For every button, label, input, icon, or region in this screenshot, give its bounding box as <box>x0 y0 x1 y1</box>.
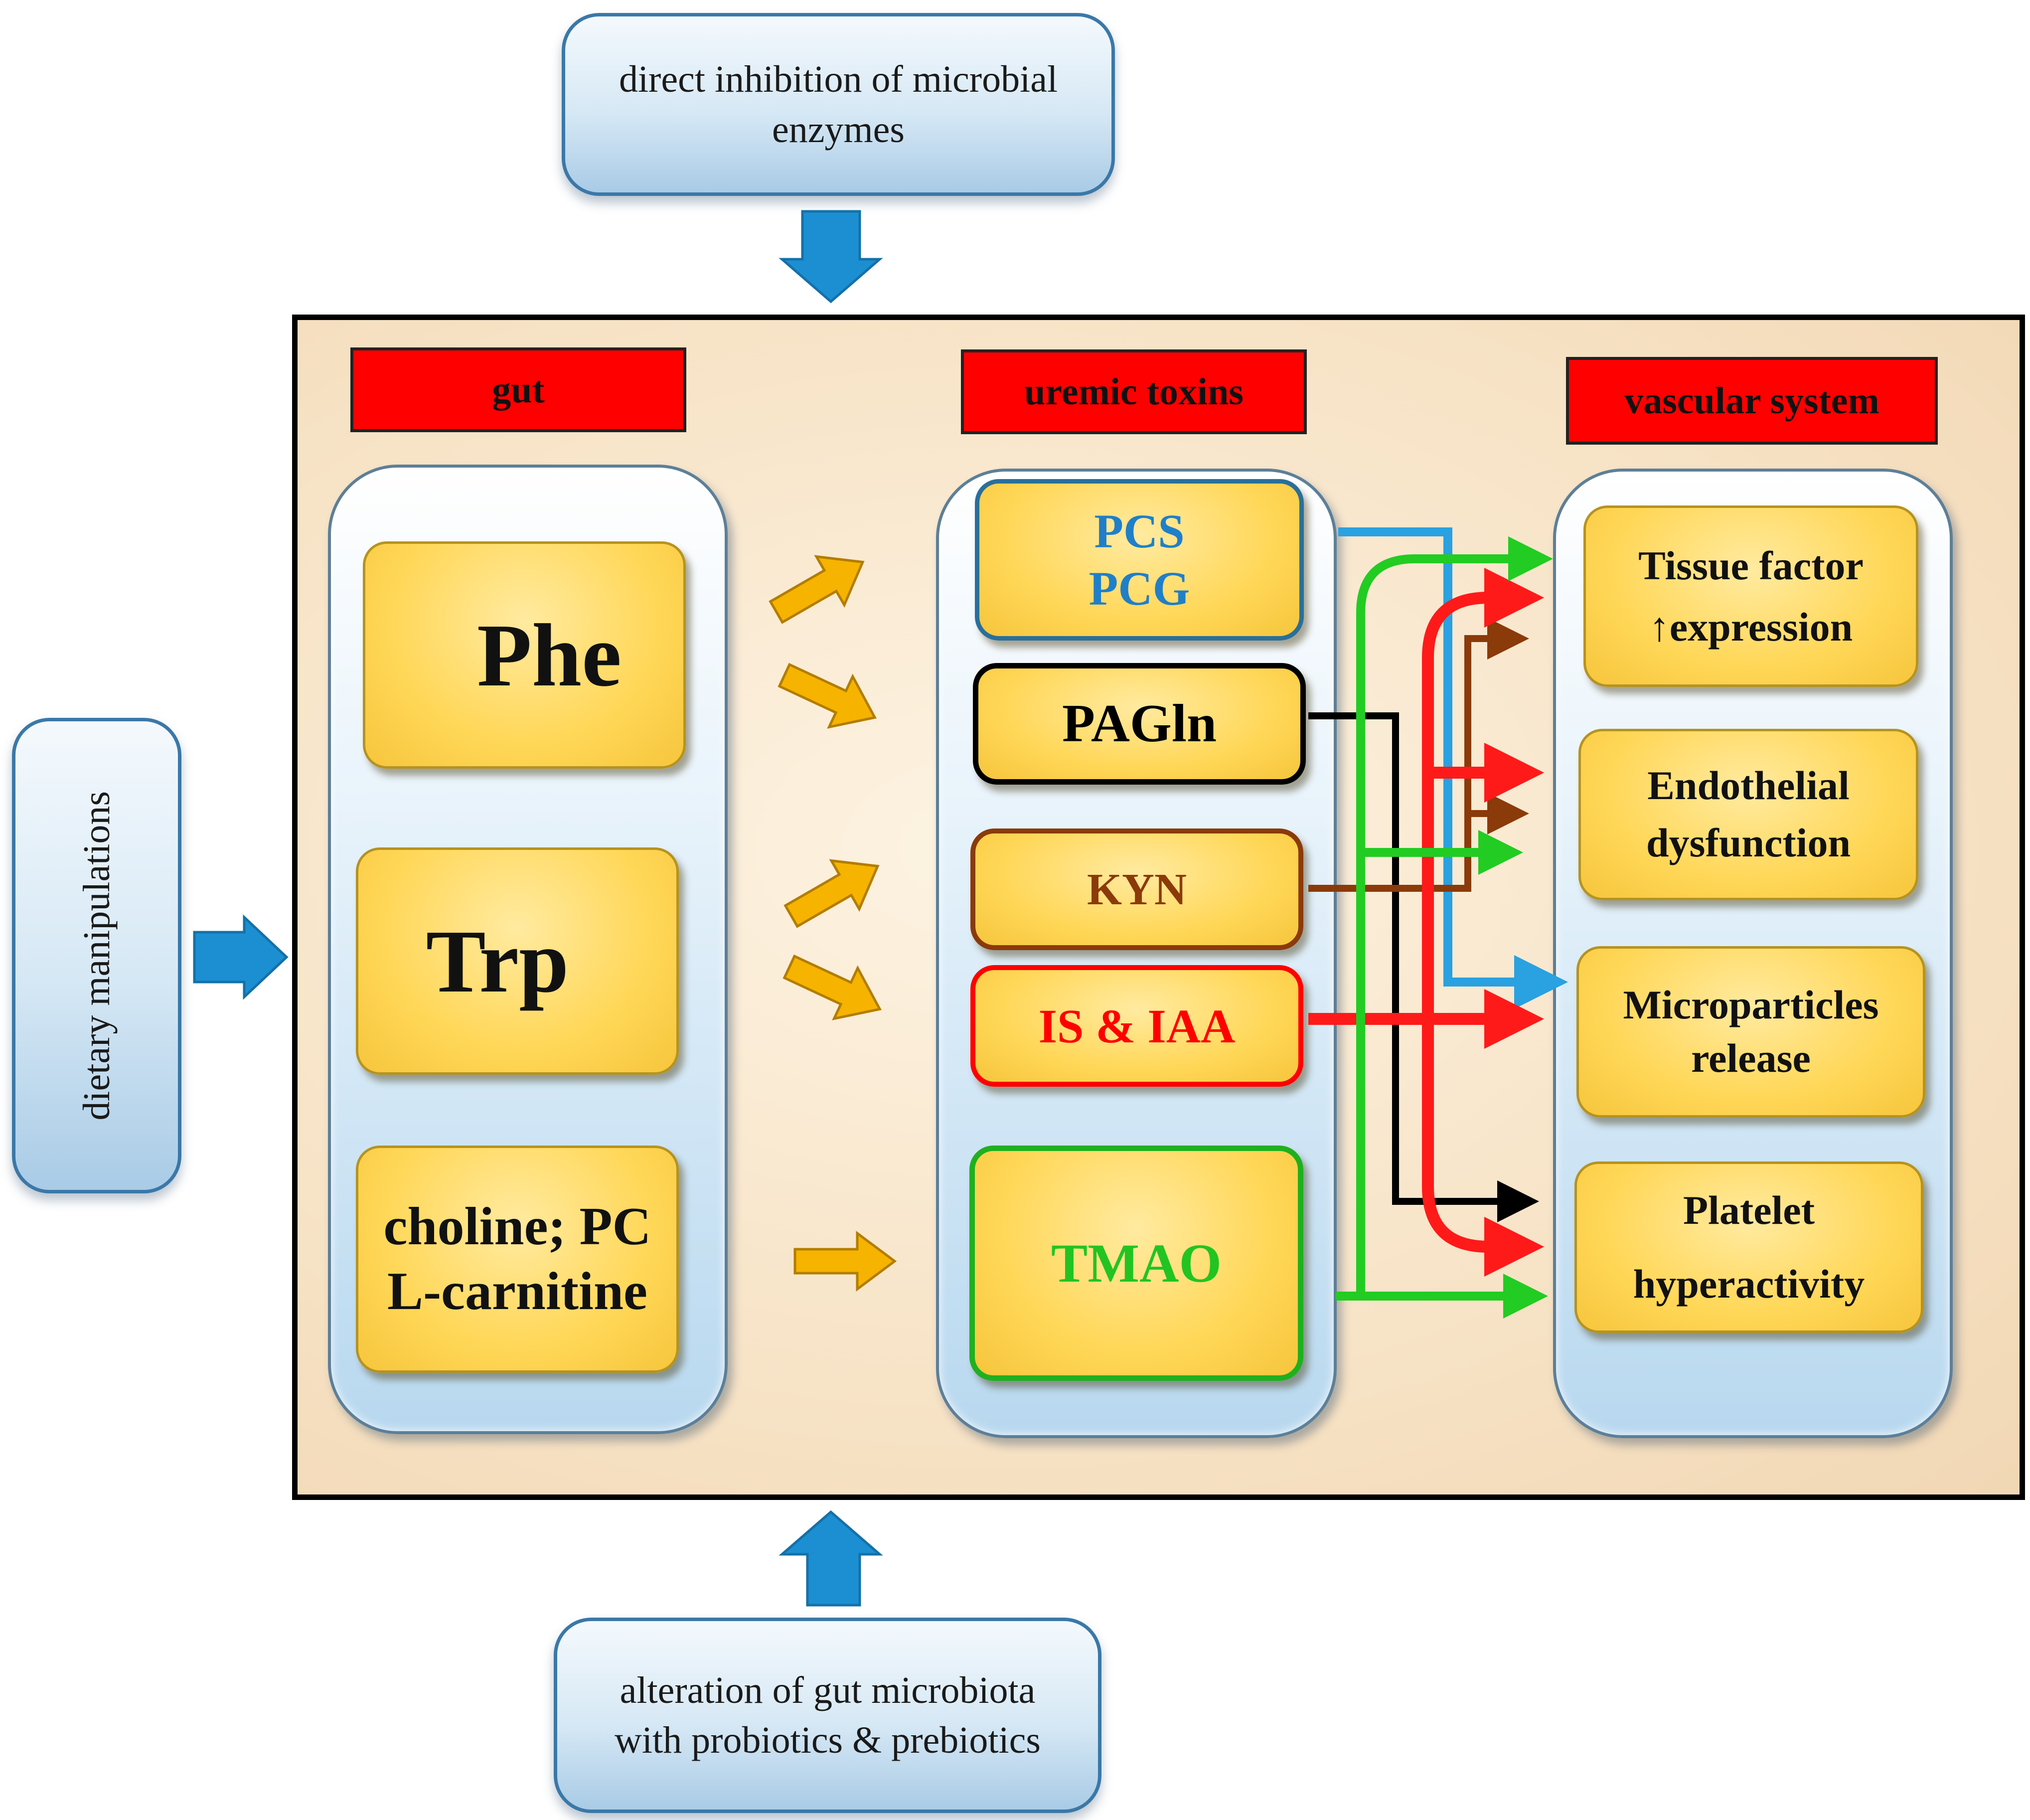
uremic-toxins-header: uremic toxins <box>961 349 1307 434</box>
kyn-label: KYN <box>1087 864 1187 914</box>
gut-item-choline: choline; PC L-carnitine <box>356 1146 679 1373</box>
arrow-right-left <box>193 914 289 1000</box>
tissue-factor-line-2: ↑expression <box>1649 604 1853 650</box>
intervention-bottom-box: alteration of gut microbiota with probio… <box>554 1618 1101 1813</box>
pcs-connector <box>1338 527 1568 1009</box>
platelet-line-2: hyperactivity <box>1633 1261 1865 1307</box>
toxin-is-iaa: IS & IAA <box>970 965 1303 1087</box>
pcg-label: PCG <box>1089 562 1190 615</box>
toxin-kyn: KYN <box>970 828 1303 950</box>
intervention-bottom-line-1: alteration of gut microbiota <box>620 1669 1036 1711</box>
phe-label: Phe <box>477 605 622 705</box>
pagln-connector <box>1308 712 1539 1222</box>
microparticles-line-1: Microparticles <box>1623 982 1879 1028</box>
arrow-down-top <box>779 210 883 304</box>
toxin-pcs-pcg: PCS PCG <box>975 479 1304 641</box>
is-iaa-connector-up <box>1422 568 1544 1019</box>
vascular-item-microparticles: Microparticles release <box>1576 946 1925 1118</box>
toxin-tmao: TMAO <box>969 1146 1303 1381</box>
tmao-label: TMAO <box>1051 1232 1222 1294</box>
choline-label-line-1: choline; PC <box>383 1197 651 1257</box>
endothelial-line-1: Endothelial <box>1647 763 1850 809</box>
vascular-item-platelet: Platelet hyperactivity <box>1574 1161 1923 1333</box>
pcs-label: PCS <box>1094 504 1185 558</box>
vascular-system-header-label: vascular system <box>1624 379 1879 422</box>
vascular-item-endothelial: Endothelial dysfunction <box>1578 729 1918 900</box>
intervention-top-box: direct inhibition of microbial enzymes <box>562 13 1115 196</box>
gut-to-toxin-arrows <box>769 555 897 1292</box>
vascular-item-tissue-factor: Tissue factor ↑expression <box>1583 505 1918 687</box>
intervention-top-line-2: enzymes <box>772 108 905 151</box>
gut-header: gut <box>350 347 686 432</box>
toxin-pagln: PAGln <box>973 663 1306 785</box>
orange-arrow-2 <box>778 662 877 729</box>
orange-arrow-1 <box>769 555 865 624</box>
orange-arrow-4 <box>782 954 882 1020</box>
choline-label-line-2: L-carnitine <box>387 1262 647 1321</box>
pagln-label: PAGln <box>1062 694 1217 753</box>
kyn-connector-trunk <box>1308 618 1529 892</box>
orange-arrow-5 <box>793 1231 897 1292</box>
platelet-line-1: Platelet <box>1683 1187 1815 1233</box>
vascular-system-header: vascular system <box>1566 357 1938 445</box>
intervention-bottom-line-2: with probiotics & prebiotics <box>615 1719 1041 1761</box>
gut-item-phe: Phe <box>363 541 686 769</box>
tmao-connector-up <box>1356 536 1553 1296</box>
is-iaa-connector-down <box>1422 1019 1544 1277</box>
gut-header-label: gut <box>492 368 545 411</box>
trp-label: Trp <box>426 911 569 1011</box>
gut-item-trp: Trp <box>356 847 679 1075</box>
uremic-toxins-header-label: uremic toxins <box>1024 370 1244 413</box>
intervention-top-line-1: direct inhibition of microbial <box>619 58 1058 101</box>
arrow-up-bottom <box>779 1510 883 1607</box>
intervention-left-box: dietary manipulations <box>12 718 181 1193</box>
tissue-factor-line-1: Tissue factor <box>1638 543 1864 588</box>
is-iaa-label: IS & IAA <box>1038 999 1236 1053</box>
endothelial-line-2: dysfunction <box>1646 820 1851 865</box>
microparticles-line-2: release <box>1691 1035 1811 1081</box>
orange-arrow-3 <box>783 859 880 928</box>
